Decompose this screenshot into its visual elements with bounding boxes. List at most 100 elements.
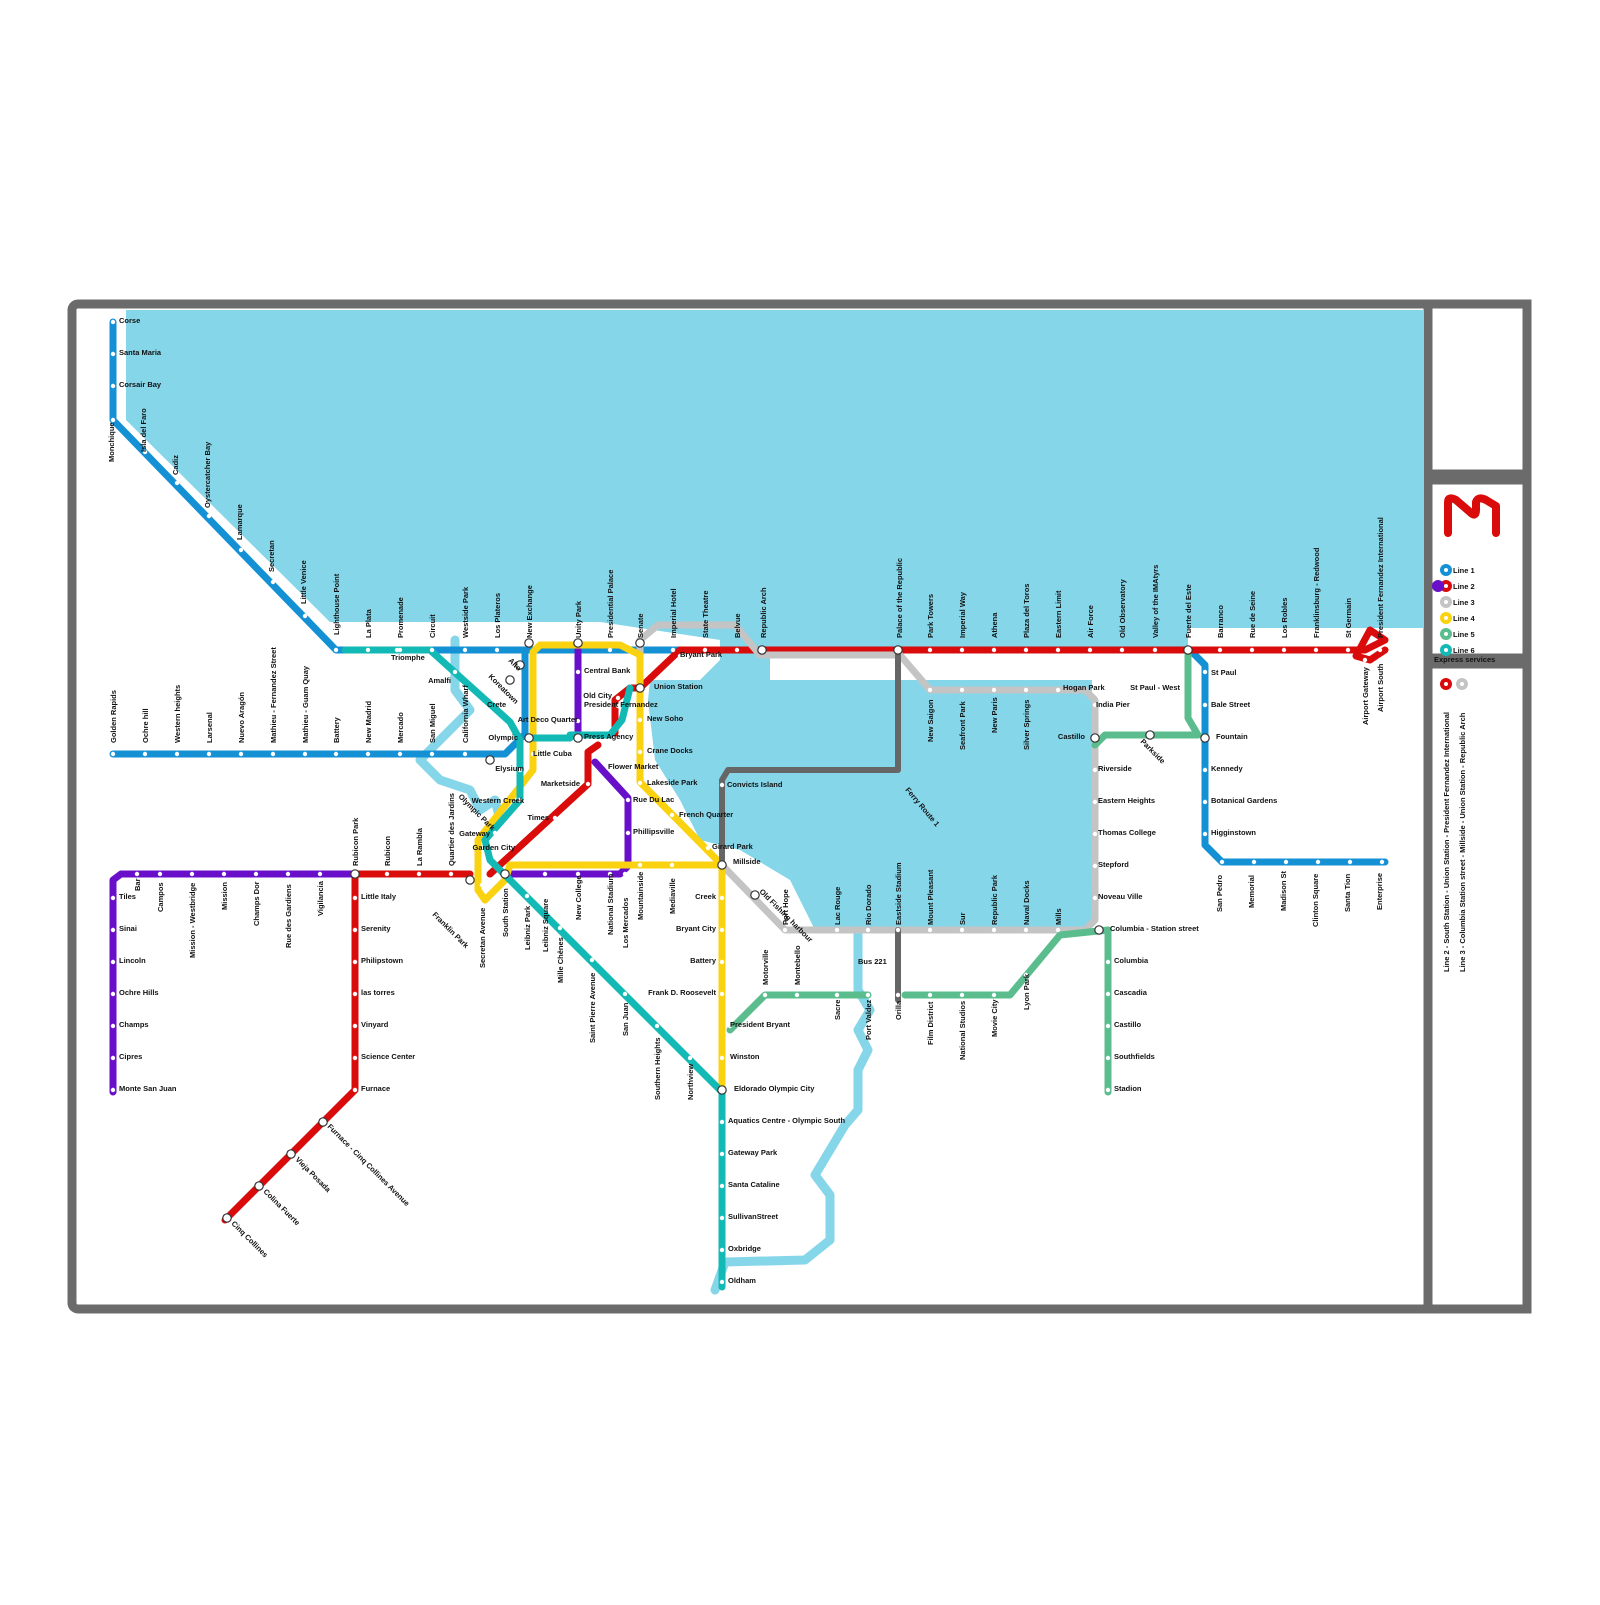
athena-station-marker[interactable]: [991, 647, 997, 653]
corsair-bay-station-marker[interactable]: [110, 383, 116, 389]
port-hope-station-marker[interactable]: [782, 927, 788, 933]
champs-dor-station-marker[interactable]: [253, 871, 259, 877]
unity-park-station-marker[interactable]: [573, 638, 583, 648]
republic-park-station-marker[interactable]: [991, 927, 997, 933]
castillo-s-station-marker[interactable]: [1105, 1023, 1111, 1029]
triomphe-station-marker[interactable]: [394, 647, 400, 653]
vinyard-station-marker[interactable]: [352, 1023, 358, 1029]
ochre-hills-station-marker[interactable]: [110, 991, 116, 997]
oldham-station-marker[interactable]: [719, 1279, 725, 1285]
san-juan-station-marker[interactable]: [622, 991, 628, 997]
isla-del-faro-station-marker[interactable]: [142, 449, 148, 455]
la-plata-station-marker[interactable]: [365, 647, 371, 653]
south-station-station-marker[interactable]: [500, 869, 510, 879]
southfields-station-marker[interactable]: [1105, 1055, 1111, 1061]
mission-westbridge-station-marker[interactable]: [189, 871, 195, 877]
furnace-cinq-station-marker[interactable]: [318, 1117, 328, 1127]
los-mercados-station-marker[interactable]: [622, 871, 628, 877]
higginstown-station-marker[interactable]: [1202, 831, 1208, 837]
olympic-station-marker[interactable]: [524, 733, 534, 743]
marketside-station-marker[interactable]: [585, 781, 591, 787]
garden-city-station-marker[interactable]: [502, 847, 508, 853]
lyon-park-station-marker[interactable]: [1023, 972, 1029, 978]
clinton-square-station-marker[interactable]: [1315, 859, 1321, 865]
southern-heights-station-marker[interactable]: [654, 1023, 660, 1029]
cinq-collines-station-marker[interactable]: [222, 1213, 232, 1223]
mathieu-fernandez-station-marker[interactable]: [270, 751, 276, 757]
cadiz-station-marker[interactable]: [174, 480, 180, 486]
enterprise-station-marker[interactable]: [1379, 859, 1385, 865]
president-bryant-station-marker[interactable]: [727, 1023, 733, 1029]
old-fishing-station-marker[interactable]: [750, 890, 760, 900]
vieja-posada-station-marker[interactable]: [286, 1149, 296, 1159]
columbia-station-station-marker[interactable]: [1094, 925, 1104, 935]
riverside-station-marker[interactable]: [1092, 767, 1098, 773]
seafront-park-station-marker[interactable]: [959, 687, 965, 693]
little-italy-station-marker[interactable]: [352, 895, 358, 901]
new-saigon-station-marker[interactable]: [927, 687, 933, 693]
vigilancia-station-marker[interactable]: [317, 871, 323, 877]
colina-fuerte-station-marker[interactable]: [254, 1181, 264, 1191]
sur-station-marker[interactable]: [959, 927, 965, 933]
rio-dorado-station-marker[interactable]: [865, 927, 871, 933]
national-stadium-station-marker[interactable]: [607, 871, 613, 877]
gateway-park-station-marker[interactable]: [719, 1151, 725, 1157]
little-venice-station-marker[interactable]: [302, 613, 308, 619]
fountain-station-marker[interactable]: [1200, 733, 1210, 743]
rue-des-gardens-station-marker[interactable]: [285, 871, 291, 877]
rubicon-park-station-marker[interactable]: [350, 869, 360, 879]
times-station-marker[interactable]: [552, 815, 558, 821]
monte-san-juan-station-marker[interactable]: [110, 1087, 116, 1093]
eastern-limit-station-marker[interactable]: [1055, 647, 1061, 653]
mille-chenes-station-marker[interactable]: [557, 925, 563, 931]
battery-s-station-marker[interactable]: [719, 959, 725, 965]
lincoln-station-marker[interactable]: [110, 959, 116, 965]
larsenal-station-marker[interactable]: [206, 751, 212, 757]
st-paul-station-marker[interactable]: [1202, 669, 1208, 675]
santa-cataline-station-marker[interactable]: [719, 1183, 725, 1189]
santa-maria-station-marker[interactable]: [110, 351, 116, 357]
palace-republic-station-marker[interactable]: [893, 645, 903, 655]
parkside-station-marker[interactable]: [1145, 730, 1155, 740]
ochre-hill-station-marker[interactable]: [142, 751, 148, 757]
air-force-station-marker[interactable]: [1087, 647, 1093, 653]
india-pier-station-marker[interactable]: [1092, 702, 1098, 708]
rue-du-lac-station-marker[interactable]: [625, 797, 631, 803]
lac-rouge-station-marker[interactable]: [834, 927, 840, 933]
mercado-station-marker[interactable]: [397, 751, 403, 757]
thomas-college-station-marker[interactable]: [1092, 831, 1098, 837]
leibniz-square-station-marker[interactable]: [542, 871, 548, 877]
mission-station-marker[interactable]: [221, 871, 227, 877]
elysium-station-marker[interactable]: [517, 767, 523, 773]
crane-docks-station-marker[interactable]: [637, 749, 643, 755]
new-madrid-station-marker[interactable]: [365, 751, 371, 757]
botanical-gardens-station-marker[interactable]: [1202, 799, 1208, 805]
phillipsville-station-marker[interactable]: [625, 830, 631, 836]
aquatics-station-marker[interactable]: [719, 1119, 725, 1125]
quartier-jardins-station-marker[interactable]: [448, 871, 454, 877]
san-miguel-station-marker[interactable]: [429, 751, 435, 757]
rue-seine-station-marker[interactable]: [1249, 647, 1255, 653]
imperial-hotel-station-marker[interactable]: [670, 647, 676, 653]
winston-station-marker[interactable]: [719, 1055, 725, 1061]
st-germain-station-marker[interactable]: [1345, 647, 1351, 653]
cascadia-station-marker[interactable]: [1105, 991, 1111, 997]
gateway-station-marker[interactable]: [492, 830, 498, 836]
franklinsburg-station-marker[interactable]: [1313, 647, 1319, 653]
leibniz-park-station-marker[interactable]: [524, 893, 530, 899]
senate-station-marker[interactable]: [635, 638, 645, 648]
pf-international-station-marker[interactable]: [1377, 647, 1383, 653]
northview-station-marker[interactable]: [687, 1055, 693, 1061]
la-rambla-station-marker[interactable]: [416, 871, 422, 877]
cipres-station-marker[interactable]: [110, 1055, 116, 1061]
mediaville-station-marker[interactable]: [669, 862, 675, 868]
lamarque-station-marker[interactable]: [238, 547, 244, 553]
western-heights-station-marker[interactable]: [174, 751, 180, 757]
mills-station-marker[interactable]: [1055, 927, 1061, 933]
art-deco-station-marker[interactable]: [575, 718, 581, 724]
creek-station-marker[interactable]: [719, 895, 725, 901]
alto-station-marker[interactable]: [515, 660, 525, 670]
orilla-station-marker[interactable]: [895, 992, 901, 998]
battery-n-station-marker[interactable]: [333, 751, 339, 757]
stepford-station-marker[interactable]: [1092, 863, 1098, 869]
